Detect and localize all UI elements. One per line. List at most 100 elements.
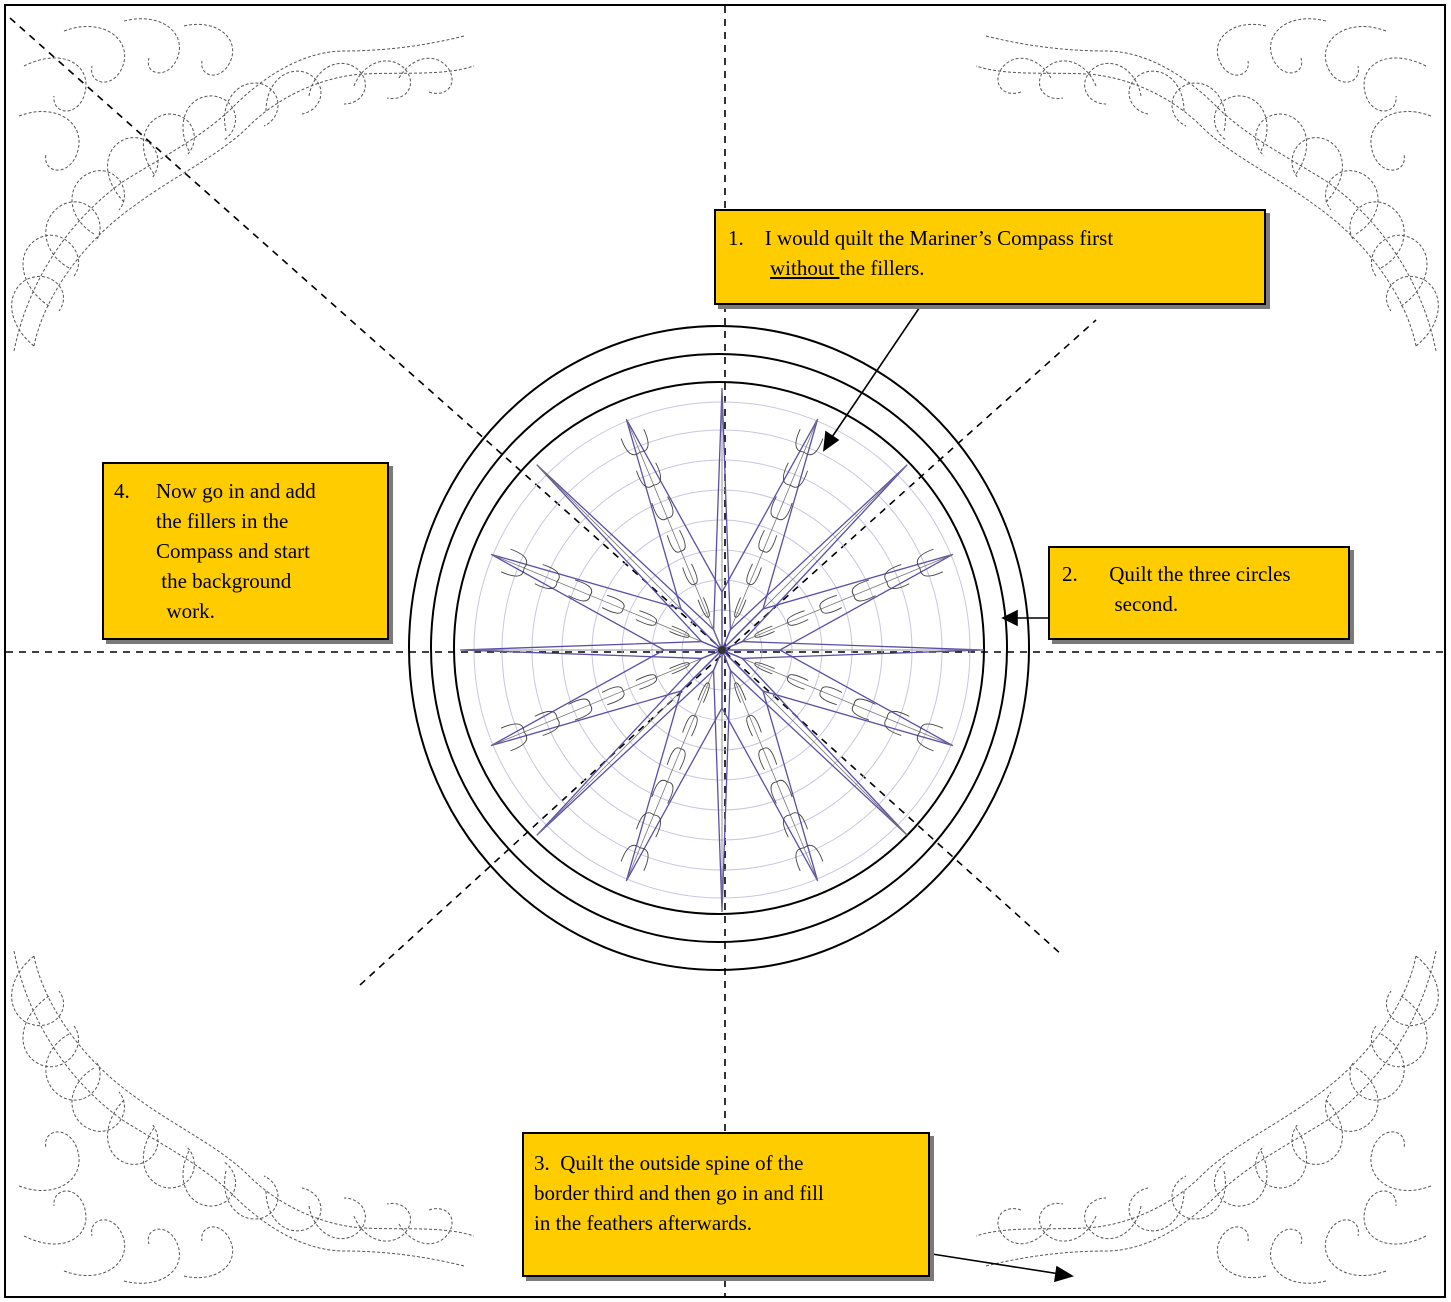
compass-feather-left <box>639 847 649 872</box>
compass-feather-right <box>542 564 560 582</box>
compass-feather-left <box>574 704 593 721</box>
inner-circle <box>453 381 985 915</box>
compass-point <box>625 418 723 652</box>
compass-center <box>718 646 726 654</box>
arrow-3 <box>931 1253 1061 1275</box>
step-4-line-1: 4. Now go in and add <box>114 476 387 506</box>
compass-feather-right <box>919 567 944 577</box>
compass-feather-right <box>786 677 805 690</box>
compass-feather-right <box>697 682 709 701</box>
compass-feather-left <box>754 625 773 637</box>
step-4-text-line-1: Now go in and add <box>156 479 316 503</box>
arrows <box>823 291 1074 1283</box>
compass-feather-right <box>734 682 742 703</box>
compass-feather-left <box>636 470 654 488</box>
compass-feather-left <box>776 779 793 798</box>
compass-feather-right <box>853 595 876 602</box>
compass-feather-left <box>691 715 698 737</box>
compass-feather-right <box>749 567 762 586</box>
compass-feather-left <box>770 496 777 519</box>
compass-feather-right <box>679 529 686 552</box>
quilt-border <box>4 4 1446 1298</box>
compass-feather-right <box>607 594 625 610</box>
compass-point-spine <box>721 649 819 882</box>
compass-feather-right <box>884 718 902 736</box>
compass-feather-left <box>702 682 710 703</box>
compass-feather-right <box>574 579 593 596</box>
compass-feather-right <box>790 470 808 488</box>
compass-feather-left <box>510 731 528 752</box>
compass-feather-right <box>666 747 682 765</box>
compass-point-spine <box>490 553 723 651</box>
compass-feather-left <box>568 595 591 602</box>
compass-feather-left <box>820 686 843 693</box>
step-4-text-line-5: work. <box>166 599 215 623</box>
feather-corner-bottom-right <box>975 950 1439 1284</box>
compass-feather-right <box>787 619 809 626</box>
compass-feather-left <box>620 438 641 456</box>
callout-step-3: 3. Quilt the outside spine of the border… <box>522 1132 930 1277</box>
compass-feather-left <box>786 610 805 623</box>
step-4-text-line-4: the background <box>161 569 292 593</box>
step-1-text-line-1: I would quilt the Mariner’s Compass firs… <box>764 226 1114 250</box>
compass-feather-right <box>620 844 641 862</box>
step-4-number: 4. <box>114 479 130 503</box>
compass-feather-right <box>776 502 793 521</box>
diagonal-guide-tl <box>9 17 726 653</box>
compass-feather-left <box>601 607 624 614</box>
compass-feather-left <box>667 781 674 804</box>
compass-feather-left <box>919 723 944 733</box>
step-2-text-line-2: second. <box>1114 592 1179 616</box>
compass-feather-right <box>671 625 690 637</box>
step-4-text-line-2: the fillers in the <box>156 509 289 533</box>
compass-feather-left <box>819 594 837 610</box>
compass-feather-right <box>639 610 658 623</box>
step-1-underlined-word: without <box>770 256 840 280</box>
compass-feather-left <box>735 682 747 701</box>
step-4-line-5: work. <box>114 596 387 626</box>
compass-point-spine <box>721 418 819 651</box>
compass-feather-left <box>803 844 824 862</box>
compass-feather-right <box>819 690 837 706</box>
step-2-text-line-1: Quilt the three circles <box>1109 562 1291 586</box>
outer-circle <box>408 325 1030 971</box>
compass-feather-left <box>790 812 808 830</box>
compass-feather-right <box>635 674 657 681</box>
compass-feather-right <box>735 599 747 618</box>
compass-feather-left <box>916 548 934 569</box>
compass-feather-right <box>762 535 778 553</box>
compass-feather-right <box>667 496 674 519</box>
compass-feather-right <box>770 781 777 804</box>
step-4-line-2: the fillers in the <box>114 506 387 536</box>
feather-corner-bottom-left <box>11 950 475 1284</box>
compass-feather-right <box>758 748 765 771</box>
step-1-text-line-2: the fillers. <box>839 256 925 280</box>
step-2-line-1: 2. Quilt the three circles <box>1062 559 1348 589</box>
diagonal-guide-ne <box>724 319 1097 653</box>
compass-feather-right <box>754 663 773 675</box>
compass-feather-left <box>886 710 910 719</box>
compass-feather-left <box>754 662 775 670</box>
compass-feather-left <box>500 567 525 577</box>
compass-feather-right <box>782 814 791 838</box>
diagonal-guide-se <box>724 651 1063 956</box>
arrow-3-head <box>1054 1265 1074 1283</box>
compass-feather-left <box>671 663 690 675</box>
compass-feather-right <box>702 597 710 618</box>
compass-feather-right <box>500 723 525 733</box>
compass-feather-left <box>795 428 805 453</box>
compass-feather-right <box>916 731 934 752</box>
compass-feather-right <box>691 563 698 585</box>
step-1-line-2: without the fillers. <box>728 253 1264 283</box>
compass-point-spine <box>625 649 723 882</box>
step-2-number: 2. <box>1062 562 1078 586</box>
compass-feather-left <box>853 698 876 705</box>
compass-feather-right <box>510 548 528 569</box>
compass-feather-left <box>639 677 658 690</box>
compass-feather-left <box>607 690 625 706</box>
mariners-compass <box>459 387 985 913</box>
compass-feather-left <box>669 630 690 638</box>
compass-feather-left <box>734 597 742 618</box>
step-2-line-2: second. <box>1062 589 1348 619</box>
